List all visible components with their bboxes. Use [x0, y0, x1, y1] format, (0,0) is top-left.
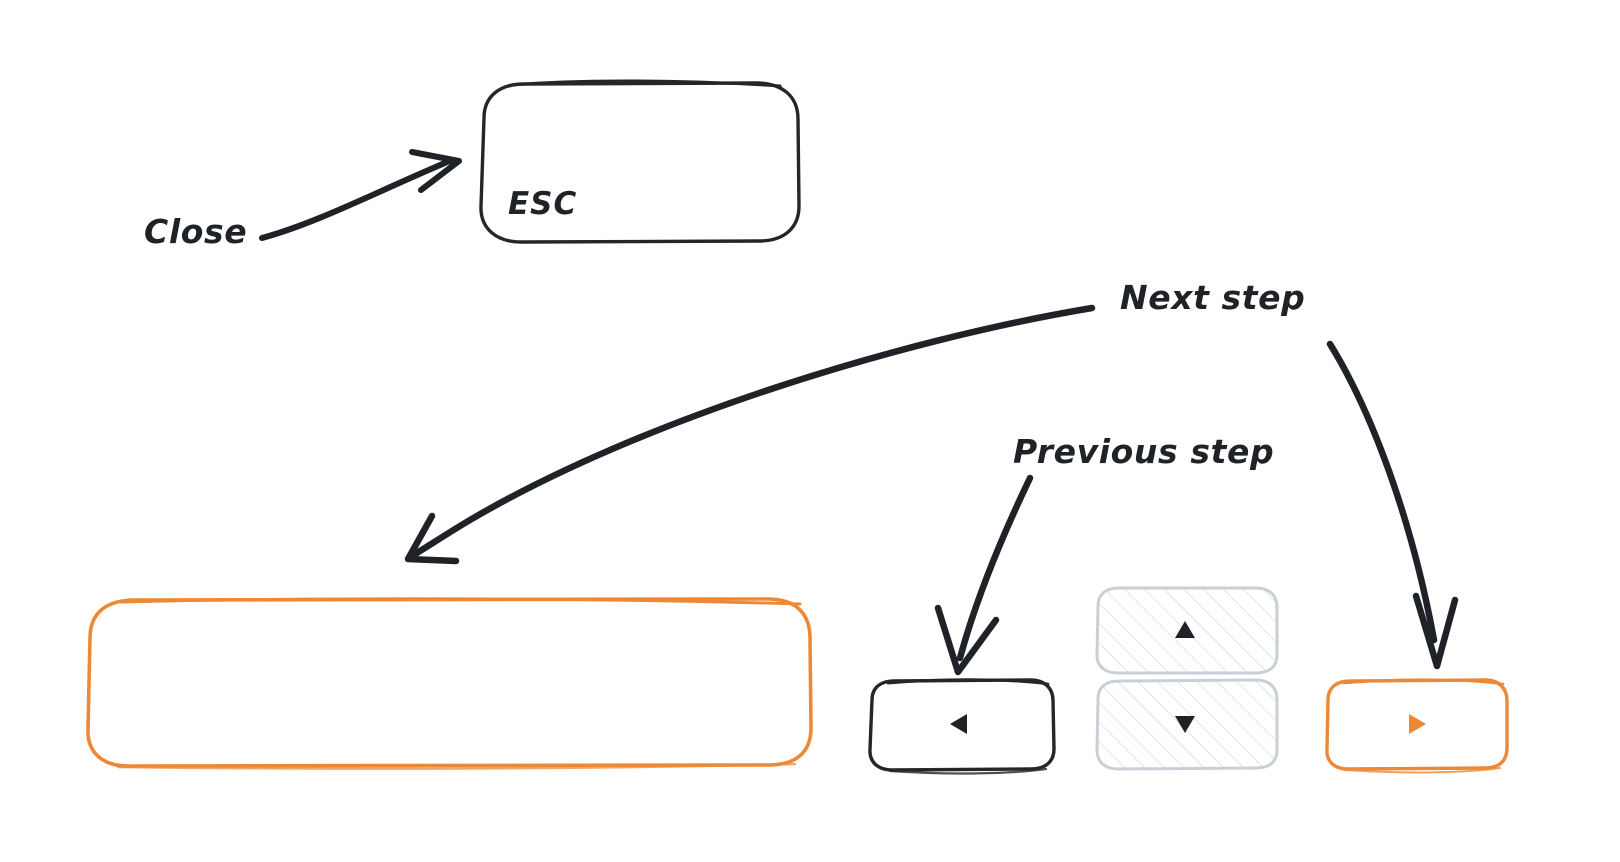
space-key-outline	[86, 597, 813, 770]
next-step-long-arrow	[404, 304, 1096, 565]
annotation-label-close: Close	[144, 212, 248, 251]
annotation-label-next-step: Next step	[1120, 278, 1306, 317]
annotation-label-previous-step: Previous step	[1013, 432, 1275, 471]
right-arrow-key[interactable]	[1324, 680, 1506, 768]
up-arrow-key[interactable]	[1094, 588, 1276, 672]
previous-step-arrow	[934, 474, 1034, 676]
esc-key-label: ESC	[508, 186, 578, 222]
space-key[interactable]	[86, 598, 810, 766]
close-annotation-arrow	[259, 149, 462, 241]
arrow-right-icon	[1324, 680, 1506, 768]
esc-key-outline	[479, 79, 801, 244]
next-step-down-arrow	[1326, 340, 1459, 670]
down-arrow-key[interactable]	[1094, 680, 1276, 768]
left-arrow-key[interactable]	[868, 680, 1054, 768]
arrow-up-icon	[1094, 588, 1276, 672]
arrow-left-icon	[868, 680, 1054, 768]
arrow-down-icon	[1094, 680, 1276, 768]
